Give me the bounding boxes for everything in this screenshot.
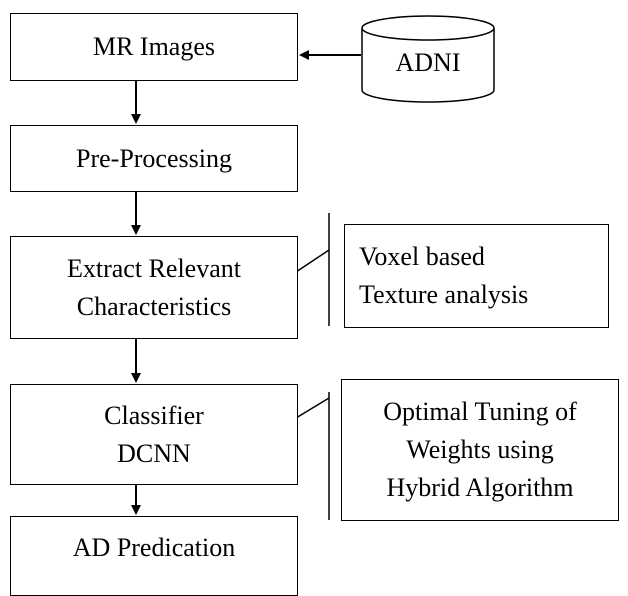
node-voxel-line1: Voxel based	[359, 242, 485, 272]
node-preprocessing: Pre-Processing	[10, 125, 298, 192]
node-tuning-line2: Weights using	[406, 435, 554, 465]
node-extract-line1: Extract Relevant	[67, 253, 241, 283]
node-classifier-dcnn: Classifier DCNN	[10, 384, 298, 485]
node-tuning-line1: Optimal Tuning of	[383, 397, 577, 427]
node-extract-line2: Characteristics	[76, 291, 232, 321]
node-mr-images-label: MR Images	[92, 32, 216, 62]
node-classifier-line2: DCNN	[117, 438, 191, 468]
node-tuning-line3: Hybrid Algorithm	[386, 472, 574, 502]
adni-label: ADNI	[395, 48, 461, 77]
adni-database-icon	[361, 15, 495, 103]
node-preprocessing-label: Pre-Processing	[76, 143, 232, 173]
node-voxel-texture: Voxel based Texture analysis	[344, 224, 609, 328]
node-voxel-line2: Texture analysis	[359, 280, 529, 309]
node-optimal-tuning: Optimal Tuning of Weights using Hybrid A…	[341, 379, 619, 521]
node-ad-prediction-label: AD Predication	[72, 533, 236, 562]
node-ad-prediction: AD Predication	[10, 516, 298, 596]
node-mr-images: MR Images	[10, 13, 298, 81]
annotation-link-tuning	[295, 397, 330, 419]
annotation-link-voxel	[295, 249, 330, 273]
diagram-connectors	[131, 15, 495, 520]
node-extract-characteristics: Extract Relevant Characteristics	[10, 236, 298, 339]
node-classifier-line1: Classifier	[104, 400, 204, 430]
